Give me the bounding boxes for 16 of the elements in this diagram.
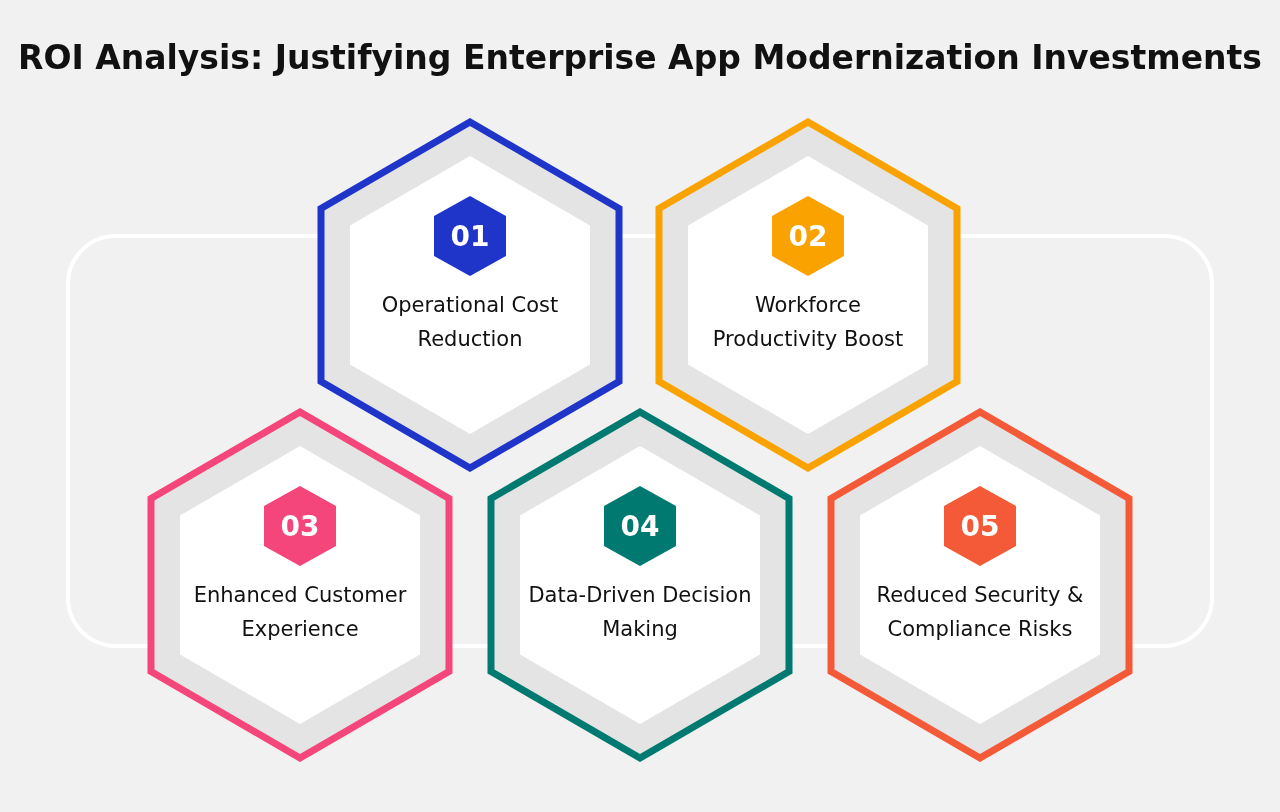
card-title: Reduced Security & Compliance Risks bbox=[875, 582, 1085, 643]
card-title: Enhanced Customer Experience bbox=[192, 582, 408, 643]
number-badge: 02 bbox=[772, 196, 844, 276]
card-title: Operational Cost Reduction bbox=[380, 292, 560, 353]
hexagon-card bbox=[317, 118, 623, 472]
number-badge: 04 bbox=[604, 486, 676, 566]
card-title: Data-Driven Decision Making bbox=[527, 582, 753, 643]
number-badge: 05 bbox=[944, 486, 1016, 566]
number-badge: 03 bbox=[264, 486, 336, 566]
number-badge: 01 bbox=[434, 196, 506, 276]
card-title: Workforce Productivity Boost bbox=[711, 292, 905, 353]
hexagon-card bbox=[147, 408, 453, 762]
hexagon-card bbox=[655, 118, 961, 472]
title: ROI Analysis: Justifying Enterprise App Modernization Investments bbox=[17, 38, 1263, 77]
hexagon-card bbox=[827, 408, 1133, 762]
hexagon-card bbox=[487, 408, 793, 762]
